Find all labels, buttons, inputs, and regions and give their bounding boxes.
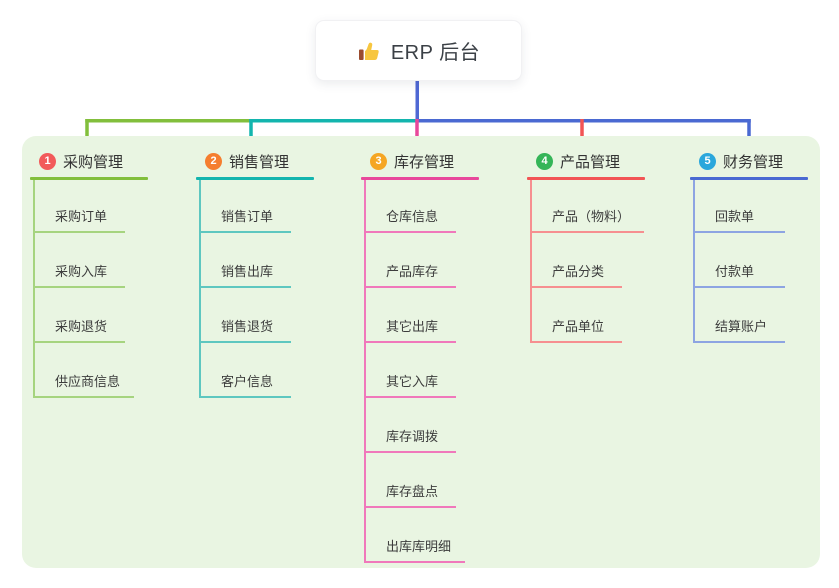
child-label: 采购入库 (55, 264, 108, 279)
child-label: 销售退货 (221, 319, 274, 334)
child-label: 其它出库 (386, 319, 439, 334)
branch-number-badge: 4 (536, 152, 553, 170)
child-node-仓库信息[interactable]: 仓库信息 (364, 200, 456, 233)
branch-underline (361, 177, 479, 180)
child-node-库存调拨[interactable]: 库存调拨 (364, 420, 456, 453)
branches-panel (22, 136, 820, 568)
child-label: 仓库信息 (386, 209, 439, 224)
child-label: 销售出库 (221, 264, 274, 279)
child-node-其它入库[interactable]: 其它入库 (364, 365, 456, 398)
branch-node-采购管理[interactable]: 1 采购管理 (30, 145, 148, 177)
bus-segment (249, 119, 419, 123)
children-connector-line (530, 180, 532, 343)
child-node-采购退货[interactable]: 采购退货 (33, 310, 125, 343)
child-node-产品库存[interactable]: 产品库存 (364, 255, 456, 288)
child-node-回款单[interactable]: 回款单 (693, 200, 785, 233)
branch-number-badge: 1 (39, 152, 56, 170)
branch-number-badge: 3 (370, 152, 387, 170)
thumbs-up-icon (357, 39, 381, 63)
branch-underline (196, 177, 314, 180)
child-node-结算账户[interactable]: 结算账户 (693, 310, 785, 343)
root-connector-line (415, 81, 419, 123)
child-label: 产品库存 (386, 264, 439, 279)
child-node-销售订单[interactable]: 销售订单 (199, 200, 291, 233)
children-connector-line (199, 180, 201, 398)
child-label: 销售订单 (221, 209, 274, 224)
children-connector-line (33, 180, 35, 398)
child-label: 库存调拨 (386, 429, 439, 444)
branch-number-badge: 5 (699, 152, 716, 170)
child-node-出库库明细[interactable]: 出库库明细 (364, 530, 466, 563)
child-node-供应商信息[interactable]: 供应商信息 (33, 365, 135, 398)
branch-label: 产品管理 (560, 153, 621, 171)
branch-node-财务管理[interactable]: 5 财务管理 (690, 145, 808, 177)
child-label: 回款单 (715, 209, 755, 224)
child-node-销售退货[interactable]: 销售退货 (199, 310, 291, 343)
branch-label: 采购管理 (63, 153, 124, 171)
root-label: ERP 后台 (390, 42, 481, 64)
child-label: 客户信息 (221, 374, 274, 389)
child-label: 采购订单 (55, 209, 108, 224)
child-node-其它出库[interactable]: 其它出库 (364, 310, 456, 343)
branch-label: 销售管理 (229, 153, 290, 171)
branch-label: 财务管理 (723, 153, 784, 171)
branch-underline (30, 177, 148, 180)
child-label: 供应商信息 (55, 374, 121, 389)
child-label: 产品单位 (552, 319, 605, 334)
branch-underline (527, 177, 645, 180)
child-node-付款单[interactable]: 付款单 (693, 255, 785, 288)
children-connector-line (693, 180, 695, 343)
child-node-采购入库[interactable]: 采购入库 (33, 255, 125, 288)
children-connector-line (364, 180, 366, 563)
child-node-客户信息[interactable]: 客户信息 (199, 365, 291, 398)
child-node-销售出库[interactable]: 销售出库 (199, 255, 291, 288)
child-label: 采购退货 (55, 319, 108, 334)
bus-segment (85, 119, 253, 123)
child-label: 库存盘点 (386, 484, 439, 499)
child-node-产品分类[interactable]: 产品分类 (530, 255, 622, 288)
child-node-产品单位[interactable]: 产品单位 (530, 310, 622, 343)
branch-node-销售管理[interactable]: 2 销售管理 (196, 145, 314, 177)
child-label: 产品分类 (552, 264, 605, 279)
branch-number-badge: 2 (205, 152, 222, 170)
child-label: 结算账户 (715, 319, 768, 334)
root-node[interactable]: ERP 后台 (315, 20, 522, 81)
child-label: 产品（物料） (552, 209, 631, 224)
branch-underline (690, 177, 808, 180)
bus-segment (415, 119, 751, 123)
branch-node-产品管理[interactable]: 4 产品管理 (527, 145, 645, 177)
child-node-库存盘点[interactable]: 库存盘点 (364, 475, 456, 508)
child-label: 其它入库 (386, 374, 439, 389)
child-node-采购订单[interactable]: 采购订单 (33, 200, 125, 233)
branch-node-库存管理[interactable]: 3 库存管理 (361, 145, 479, 177)
branch-label: 库存管理 (394, 153, 455, 171)
child-label: 出库库明细 (386, 539, 452, 554)
child-node-产品（物料）[interactable]: 产品（物料） (530, 200, 645, 233)
child-label: 付款单 (715, 264, 755, 279)
